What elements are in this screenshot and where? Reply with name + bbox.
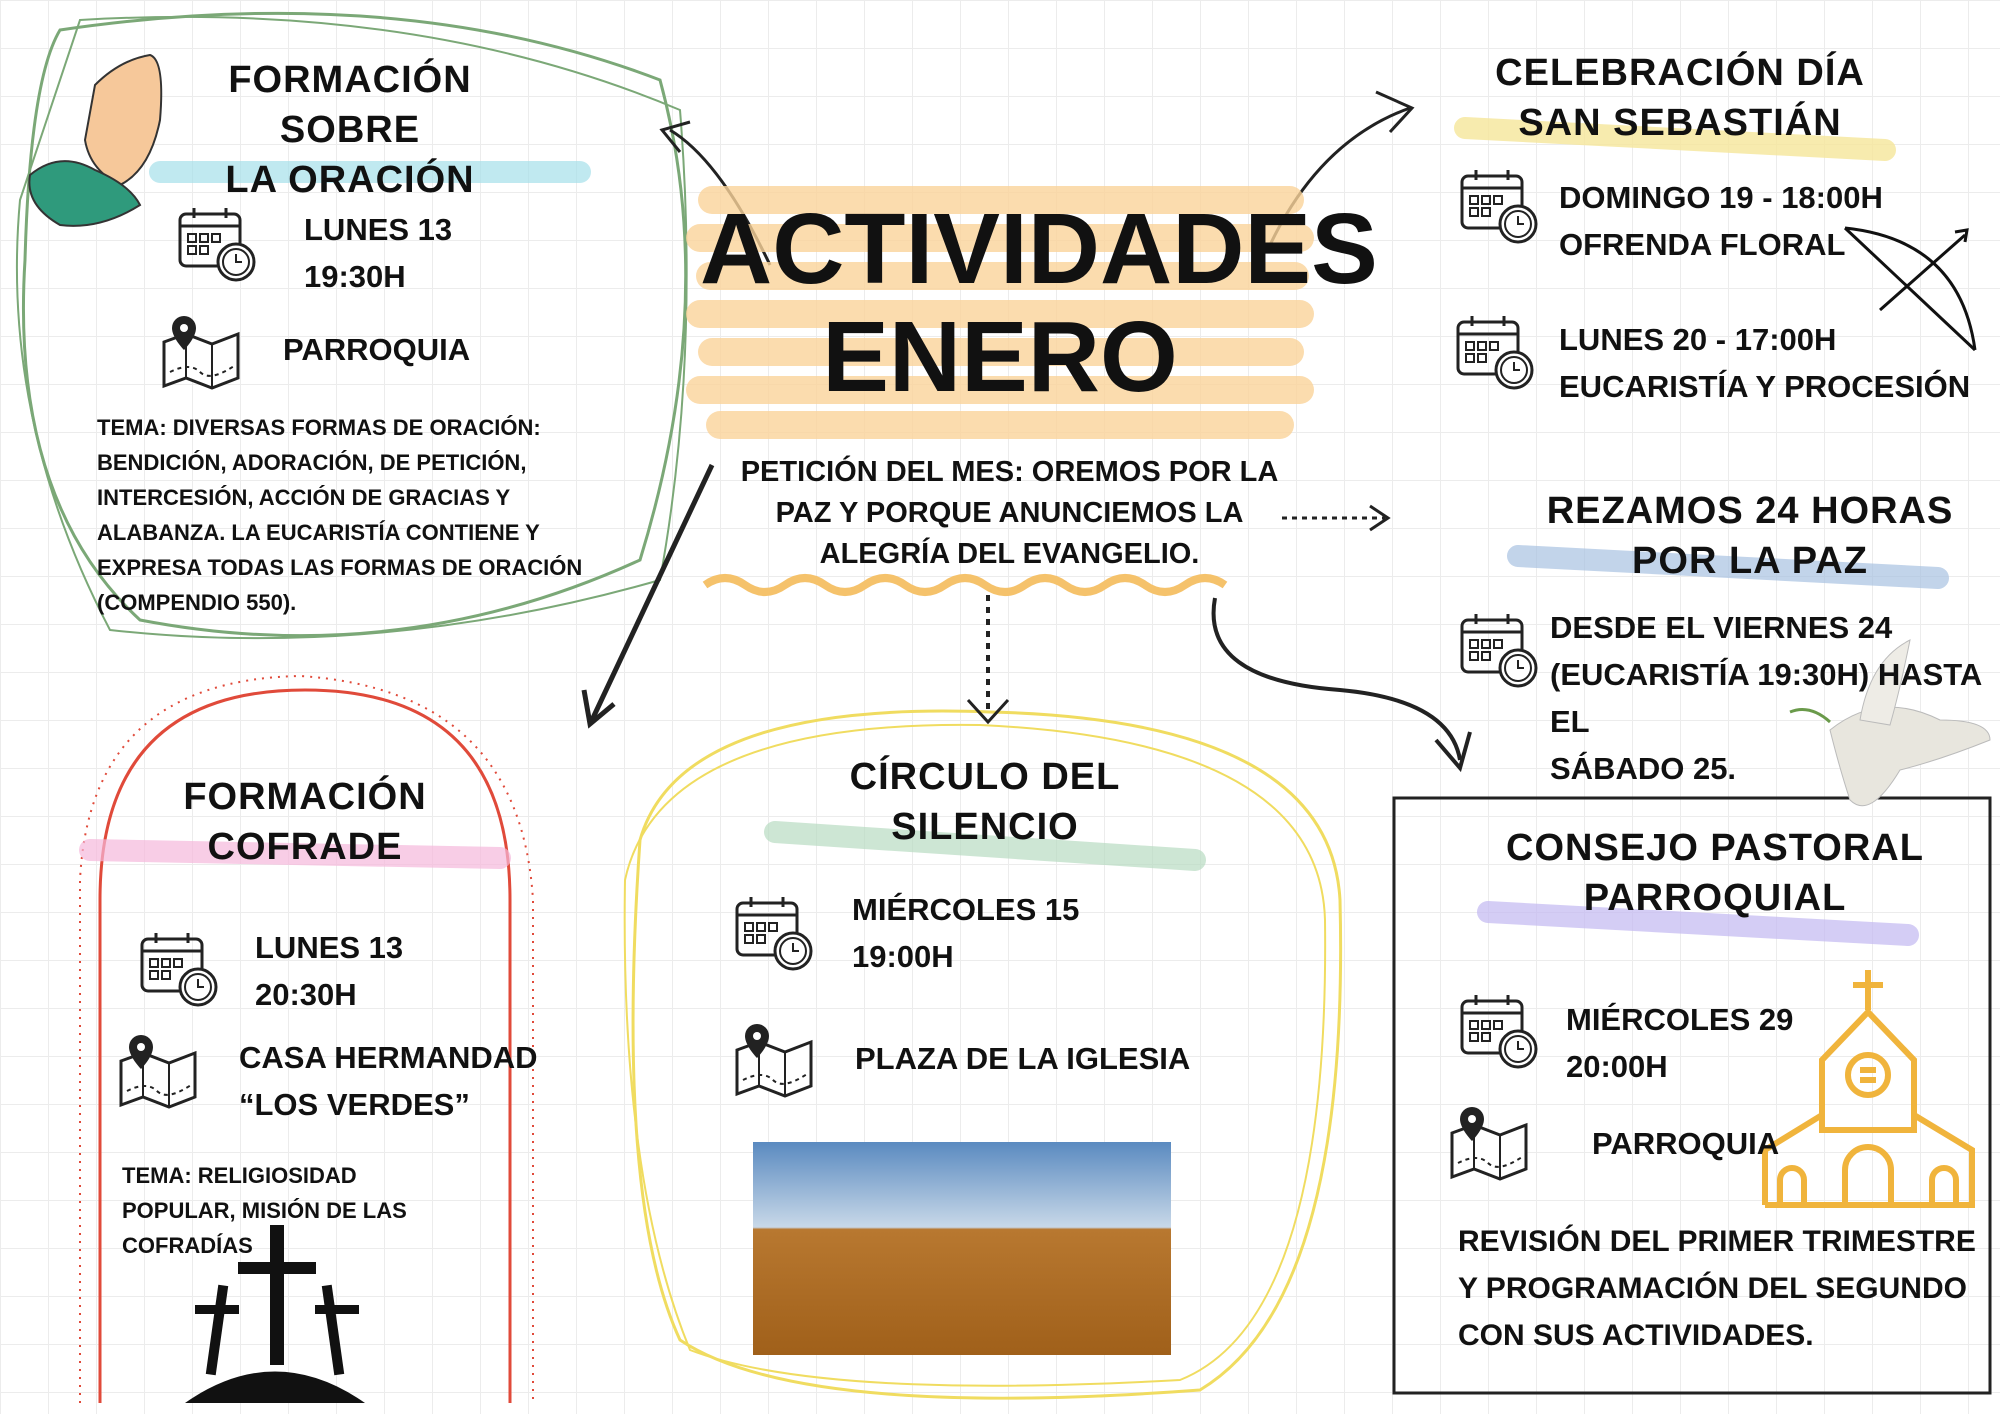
map-icon — [119, 1033, 197, 1109]
three-crosses-icon — [185, 1225, 365, 1403]
time: 20:00H — [1566, 1049, 1668, 1084]
detail-line: DESDE EL VIERNES 24 — [1550, 610, 1893, 645]
title-line-2: ENERO — [822, 301, 1178, 413]
title-line: CONSEJO PASTORAL — [1506, 827, 1924, 869]
silencio-title: CÍRCULO DEL SILENCIO — [835, 752, 1135, 852]
cofrade-title: FORMACIÓN COFRADE — [150, 772, 460, 872]
title-line: PARROQUIAL — [1583, 877, 1847, 919]
time: 20:30H — [255, 977, 357, 1012]
praying-hands-icon — [28, 53, 163, 227]
silencio-place: PLAZA DE LA IGLESIA — [855, 1041, 1191, 1076]
title-line: SILENCIO — [891, 806, 1079, 848]
title-line: CÍRCULO DEL — [849, 756, 1121, 798]
consejo-title: CONSEJO PASTORAL PARROQUIAL — [1500, 823, 1930, 923]
event-line: EUCARISTÍA Y PROCESIÓN — [1559, 369, 1971, 404]
title-line: FORMACIÓN — [183, 776, 427, 818]
calendar-icon — [735, 895, 813, 971]
place-line: CASA HERMANDAD — [239, 1040, 538, 1075]
cofrade-topic: TEMA: RELIGIOSIDAD POPULAR, MISIÓN DE LA… — [122, 1163, 407, 1258]
sebastian-title: CELEBRACIÓN DÍA SAN SEBASTIÁN — [1480, 48, 1880, 148]
date: MIÉRCOLES 15 — [852, 892, 1080, 927]
event-line: LUNES 20 - 17:00H — [1559, 322, 1837, 357]
detail-line: SÁBADO 25. — [1550, 751, 1737, 786]
cofrade-place: CASA HERMANDAD “LOS VERDES” — [239, 1034, 538, 1128]
sebastian-event-1: DOMINGO 19 - 18:00H OFRENDA FLORAL — [1559, 174, 1883, 268]
calendar-icon — [1460, 168, 1538, 244]
title-line: REZAMOS 24 HORAS — [1546, 490, 1954, 532]
rezamos-details: DESDE EL VIERNES 24 (EUCARISTÍA 19:30H) H… — [1550, 604, 2000, 792]
event-line: OFRENDA FLORAL — [1559, 227, 1846, 262]
time: 19:00H — [852, 939, 954, 974]
date: LUNES 13 — [255, 930, 404, 965]
title-line: LA ORACIÓN — [225, 159, 475, 201]
oracion-place: PARROQUIA — [283, 332, 471, 367]
date: LUNES 13 — [304, 212, 453, 247]
map-icon — [1450, 1105, 1528, 1181]
title-line: POR LA PAZ — [1632, 540, 1868, 582]
cofrade-datetime: LUNES 13 20:30H — [255, 924, 403, 1018]
consejo-place: PARROQUIA — [1592, 1126, 1780, 1161]
time: 19:30H — [304, 259, 406, 294]
rezamos-title: REZAMOS 24 HORAS POR LA PAZ — [1540, 486, 1960, 586]
page-title: ACTIVIDADES ENERO — [700, 193, 1378, 413]
map-icon — [735, 1022, 813, 1098]
oracion-topic: TEMA: DIVERSAS FORMAS DE ORACIÓN: BENDIC… — [97, 415, 583, 615]
place-line: “LOS VERDES” — [239, 1087, 470, 1122]
silence-circle-illustration — [753, 1142, 1171, 1355]
title-line: COFRADE — [207, 826, 403, 868]
bow-arrow-icon — [1843, 226, 1977, 352]
consejo-datetime: MIÉRCOLES 29 20:00H — [1566, 996, 1793, 1090]
oracion-datetime: LUNES 13 19:30H — [304, 206, 452, 300]
oracion-title: FORMACIÓN SOBRE LA ORACIÓN — [180, 55, 520, 205]
map-icon — [162, 314, 240, 390]
calendar-icon — [1456, 314, 1534, 390]
title-line-1: ACTIVIDADES — [700, 193, 1378, 305]
title-line: SAN SEBASTIÁN — [1518, 102, 1842, 144]
detail-line: (EUCARISTÍA 19:30H) HASTA EL — [1550, 657, 1982, 739]
sebastian-event-2: LUNES 20 - 17:00H EUCARISTÍA Y PROCESIÓN — [1559, 316, 1970, 410]
calendar-icon — [140, 931, 218, 1007]
church-icon — [1762, 970, 1975, 1208]
monthly-petition: PETICIÓN DEL MES: OREMOS POR LA PAZ Y PO… — [740, 456, 1279, 570]
silencio-datetime: MIÉRCOLES 15 19:00H — [852, 886, 1079, 980]
consejo-description: REVISIÓN DEL PRIMER TRIMESTRE Y PROGRAMA… — [1458, 1225, 1976, 1352]
calendar-icon — [1460, 612, 1538, 688]
date: MIÉRCOLES 29 — [1566, 1002, 1794, 1037]
title-line: CELEBRACIÓN DÍA — [1495, 52, 1865, 94]
dove-icon — [1789, 639, 1991, 807]
title-line: FORMACIÓN SOBRE — [228, 59, 472, 151]
calendar-icon — [1460, 993, 1538, 1069]
event-line: DOMINGO 19 - 18:00H — [1559, 180, 1883, 215]
calendar-icon — [178, 206, 256, 282]
